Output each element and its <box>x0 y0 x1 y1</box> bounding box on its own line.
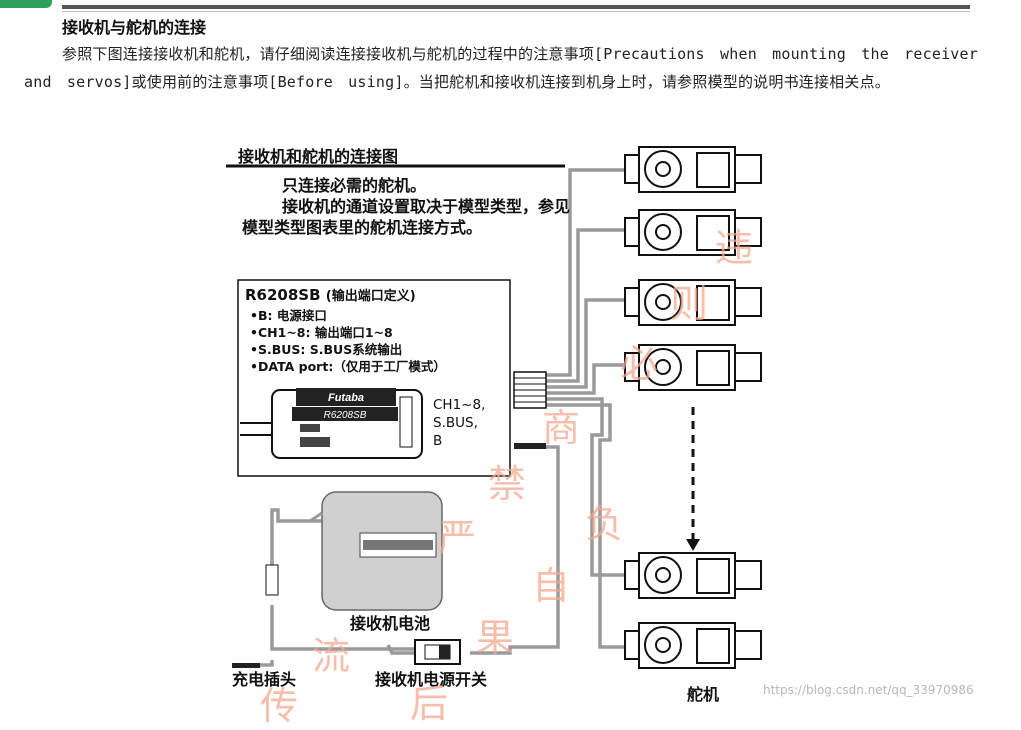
figure-note: 只连接必需的舵机。 接收机的通道设置取决于模型类型，参见模型类型图表里的舵机连接… <box>242 175 572 238</box>
watermark-char: 必 <box>620 342 659 386</box>
watermark-char: 负 <box>585 502 624 546</box>
watermark-char: 自 <box>532 564 571 608</box>
receiver-model: R6208SB <box>324 410 367 421</box>
port-def-sbus: •S.BUS: S.BUS系统输出 <box>250 342 403 357</box>
figure-title: 接收机和舵机的连接图 <box>238 147 399 166</box>
watermark-char: 商 <box>542 406 581 450</box>
note-line-2: 接收机的通道设置取决于模型类型，参见模型类型图表里的舵机连接方式。 <box>242 197 571 237</box>
watermark-char: 后 <box>410 682 449 726</box>
servo-3 <box>624 279 762 326</box>
watermark-char: 禁 <box>488 462 527 506</box>
receiver-box-title: R6208SB (输出端口定义) <box>245 285 416 304</box>
servo-2 <box>624 209 762 256</box>
channel-label-line-3: B <box>433 433 443 449</box>
heading-rule <box>62 5 970 9</box>
watermark-char: 传 <box>260 684 299 728</box>
channel-label-line-2: S.BUS, <box>433 415 478 431</box>
power-switch <box>414 639 461 665</box>
port-definitions: •B: 电源接口 •CH1~8: 输出端口1~8 •S.BUS: S.BUS系统… <box>250 307 446 375</box>
note-line-1: 只连接必需的舵机。 <box>282 176 427 195</box>
watermark-char: 违 <box>715 226 754 270</box>
watermark-char: 果 <box>476 616 515 660</box>
servo-5 <box>624 552 762 599</box>
connection-diagram: Futaba R6208SB <box>220 135 800 728</box>
intro-paragraph: 参照下图连接接收机和舵机，请仔细阅读连接接收机与舵机的过程中的注意事项[Prec… <box>24 45 979 91</box>
section-tab <box>0 0 52 8</box>
receiver-connectors <box>513 371 547 449</box>
charge-plug-label: 充电插头 <box>232 670 297 689</box>
source-credit: https://blog.csdn.net/qq_33970986 <box>763 683 974 697</box>
diagram-graphics: Futaba R6208SB <box>226 146 762 669</box>
watermark-char: 严 <box>438 516 477 560</box>
channel-label: CH1~8, S.BUS, B <box>433 396 485 450</box>
battery-label: 接收机电池 <box>350 614 431 633</box>
receiver-model-name: R6208SB <box>245 286 321 304</box>
section-heading: 接收机与舵机的连接 <box>62 18 207 37</box>
port-def-ch: •CH1~8: 输出端口1~8 <box>250 325 393 340</box>
receiver-model-sub: (输出端口定义) <box>325 289 416 304</box>
servo-1 <box>624 146 762 193</box>
servo-group <box>624 146 762 669</box>
servo-continuation-arrow <box>686 539 700 551</box>
watermark-char: 则 <box>670 282 709 326</box>
battery-pack <box>309 491 443 611</box>
port-def-data: •DATA port:（仅用于工厂模式） <box>250 359 446 374</box>
servo-6 <box>624 622 762 669</box>
watermark-char: 流 <box>312 634 351 678</box>
port-def-b: •B: 电源接口 <box>250 308 327 323</box>
charge-plug-body <box>265 564 279 596</box>
heading-rule-thin <box>62 11 970 12</box>
power-switch-label: 接收机电源开关 <box>375 670 488 689</box>
channel-label-line-1: CH1~8, <box>433 397 486 413</box>
servo-label: 舵机 <box>687 685 720 704</box>
receiver-brand: Futaba <box>328 392 364 404</box>
charge-plug-connector <box>232 663 260 668</box>
receiver-device: Futaba R6208SB <box>240 388 423 459</box>
servo-4 <box>624 344 762 391</box>
